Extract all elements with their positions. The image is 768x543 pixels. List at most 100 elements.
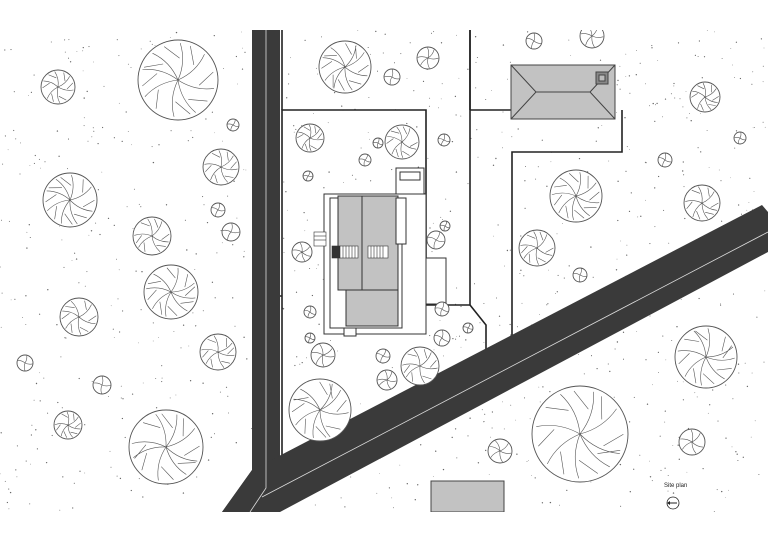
ground-speck xyxy=(664,421,666,423)
ground-speck xyxy=(26,231,28,233)
ground-speck xyxy=(127,130,129,132)
tree-icon xyxy=(303,305,317,319)
ground-speck xyxy=(35,429,37,431)
ground-speck xyxy=(458,335,461,337)
ground-speck xyxy=(431,251,433,253)
ground-speck xyxy=(118,102,120,104)
ground-speck xyxy=(744,362,746,364)
ground-speck xyxy=(659,435,661,437)
road-diagonal xyxy=(222,205,768,512)
ground-speck xyxy=(84,424,86,426)
ground-speck xyxy=(341,105,343,107)
ground-speck xyxy=(116,39,118,41)
ground-texture xyxy=(0,30,766,512)
ground-speck xyxy=(76,51,78,52)
ground-speck xyxy=(734,147,736,149)
tree-icon xyxy=(383,68,401,86)
ground-speck xyxy=(64,51,66,53)
ground-speck xyxy=(677,380,679,382)
ground-speck xyxy=(82,46,84,49)
ground-speck xyxy=(751,83,753,85)
ground-speck xyxy=(31,424,33,426)
tree-icon xyxy=(302,170,314,182)
ground-speck xyxy=(712,389,714,391)
ground-speck xyxy=(673,82,675,85)
ground-speck xyxy=(482,421,484,423)
ground-speck xyxy=(51,434,53,437)
ground-speck xyxy=(221,242,223,244)
ground-speck xyxy=(529,418,531,420)
ground-speck xyxy=(428,105,430,107)
ground-speck xyxy=(116,475,118,477)
ground-speck xyxy=(306,357,307,359)
ground-speck xyxy=(615,269,618,271)
ground-speck xyxy=(38,313,41,315)
tree-icon xyxy=(226,118,240,132)
ground-speck xyxy=(676,326,678,328)
ground-speck xyxy=(475,87,477,89)
ground-speck xyxy=(314,504,316,506)
ground-speck xyxy=(0,266,1,268)
ground-speck xyxy=(190,130,192,132)
ground-speck xyxy=(460,305,462,308)
tree-icon xyxy=(16,354,34,372)
ground-speck xyxy=(72,507,74,509)
ground-speck xyxy=(702,468,704,470)
ground-speck xyxy=(388,487,390,489)
ground-speck xyxy=(286,97,288,99)
ground-speck xyxy=(67,138,70,140)
stair-right xyxy=(367,245,389,259)
ground-speck xyxy=(175,31,178,34)
ground-speck xyxy=(458,77,460,79)
ground-speck xyxy=(7,149,9,151)
ground-speck xyxy=(516,326,518,328)
tree-icon xyxy=(416,46,440,70)
ground-speck xyxy=(413,90,415,92)
ground-speck xyxy=(601,124,603,126)
ground-speck xyxy=(233,180,235,182)
ground-speck xyxy=(202,196,204,198)
tree-icon xyxy=(210,202,226,218)
tree-icon xyxy=(288,378,352,442)
tree-icon xyxy=(295,123,325,153)
tree-icon xyxy=(437,133,451,147)
ground-speck xyxy=(213,34,215,37)
ground-speck xyxy=(506,249,509,252)
ground-speck xyxy=(763,361,765,363)
ground-speck xyxy=(663,209,665,211)
ground-speck xyxy=(15,138,17,140)
ground-speck xyxy=(329,340,331,342)
ground-speck xyxy=(491,90,492,91)
ground-speck xyxy=(296,356,298,358)
ground-speck xyxy=(406,483,408,485)
ground-speck xyxy=(493,235,495,237)
ground-speck xyxy=(629,491,631,493)
ground-speck xyxy=(633,468,635,470)
ground-speck xyxy=(625,53,627,55)
ground-speck xyxy=(303,211,305,214)
ground-speck xyxy=(475,61,477,63)
ground-speck xyxy=(764,126,766,128)
ground-speck xyxy=(683,174,685,176)
ground-speck xyxy=(206,221,209,224)
ground-speck xyxy=(626,254,628,256)
ground-speck xyxy=(1,219,2,221)
neighbor-house xyxy=(510,64,616,120)
ground-speck xyxy=(682,381,684,383)
ground-speck xyxy=(590,355,593,357)
ground-speck xyxy=(640,215,642,217)
ground-speck xyxy=(382,52,384,54)
ground-speck xyxy=(82,50,84,52)
tree-icon xyxy=(304,332,316,344)
ground-speck xyxy=(205,118,207,120)
ground-speck xyxy=(78,282,80,284)
ground-speck xyxy=(10,299,12,301)
ground-speck xyxy=(491,411,494,413)
driveway-edge xyxy=(469,304,487,358)
ground-speck xyxy=(182,492,185,494)
tree-icon xyxy=(291,241,313,263)
ground-speck xyxy=(202,310,204,312)
ground-speck xyxy=(391,497,393,499)
ground-speck xyxy=(127,63,129,65)
ground-speck xyxy=(662,116,664,118)
